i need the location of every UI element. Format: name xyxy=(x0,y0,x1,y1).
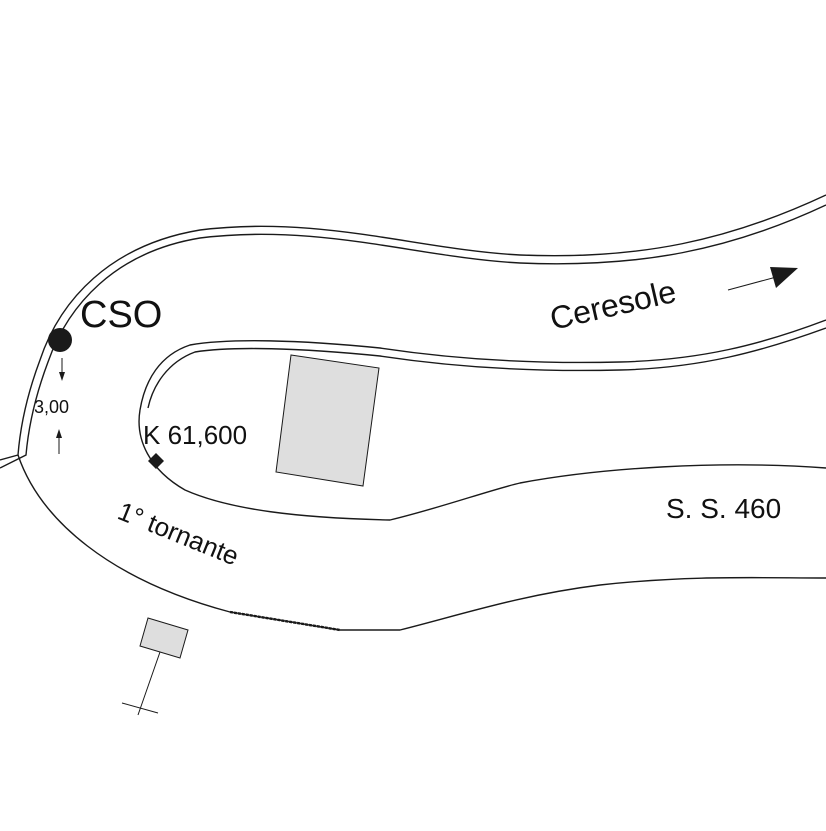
road-outer-edge-inner-line xyxy=(0,204,826,469)
km-marker-label: K 61,600 xyxy=(143,420,247,450)
road-inner-edge-lower xyxy=(138,409,826,521)
km-marker-icon xyxy=(148,453,164,469)
road-inner-edge-upper-2 xyxy=(147,327,826,409)
sign-post-icon xyxy=(137,651,161,716)
width-arrowhead-bottom xyxy=(56,429,62,438)
direction-arrowhead xyxy=(770,267,798,288)
building-small xyxy=(139,617,189,659)
road-bottom-edge xyxy=(17,454,826,631)
road-inner-edge-upper xyxy=(139,319,826,411)
sign-post-crossbar xyxy=(121,702,159,714)
bend-label: 1° tornante xyxy=(114,496,243,572)
direction-arrow-icon xyxy=(727,275,781,291)
road-outer-edge xyxy=(0,194,826,461)
width-label: 3,00 xyxy=(34,397,69,417)
building-large xyxy=(275,354,380,487)
direction-label: Ceresole xyxy=(546,273,679,337)
width-arrowhead-top xyxy=(59,372,65,381)
cso-point-icon xyxy=(48,328,72,352)
cso-label: CSO xyxy=(80,294,162,336)
road-bottom-edge-dashed xyxy=(229,610,341,632)
road-name-label: S. S. 460 xyxy=(666,493,781,524)
